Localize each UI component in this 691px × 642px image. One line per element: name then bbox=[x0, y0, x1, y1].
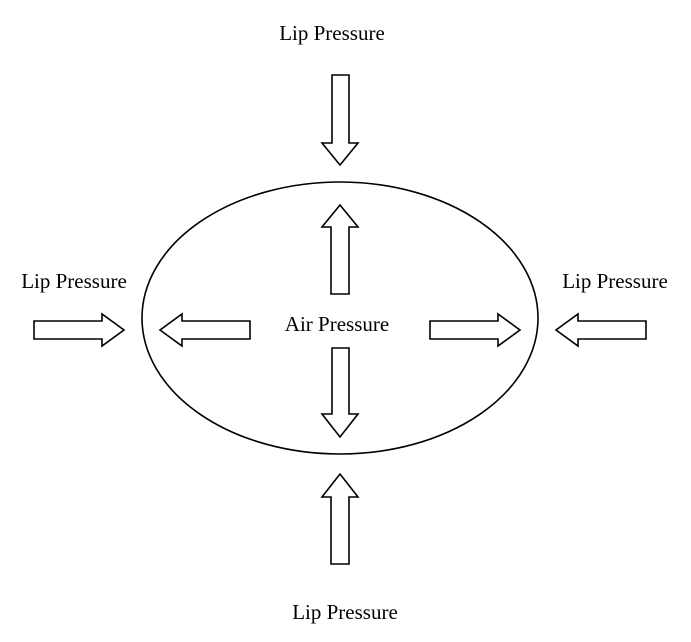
label-lip-pressure-left: Lip Pressure bbox=[21, 269, 127, 293]
mouth-opening-ellipse bbox=[141, 181, 539, 455]
arrow-lip-pressure-top-down bbox=[320, 74, 360, 167]
arrow-lip-pressure-left-right bbox=[33, 312, 126, 348]
arrow-air-pressure-up bbox=[320, 203, 360, 295]
arrow-lip-pressure-right-left bbox=[554, 312, 647, 348]
label-lip-pressure-top: Lip Pressure bbox=[279, 21, 385, 45]
arrow-lip-pressure-bottom-up bbox=[320, 472, 360, 565]
arrow-air-pressure-down bbox=[320, 347, 360, 439]
arrow-air-pressure-left bbox=[158, 312, 251, 348]
label-lip-pressure-bottom: Lip Pressure bbox=[292, 600, 398, 624]
arrow-air-pressure-right bbox=[429, 312, 522, 348]
label-lip-pressure-right: Lip Pressure bbox=[562, 269, 668, 293]
label-air-pressure: Air Pressure bbox=[285, 312, 389, 336]
